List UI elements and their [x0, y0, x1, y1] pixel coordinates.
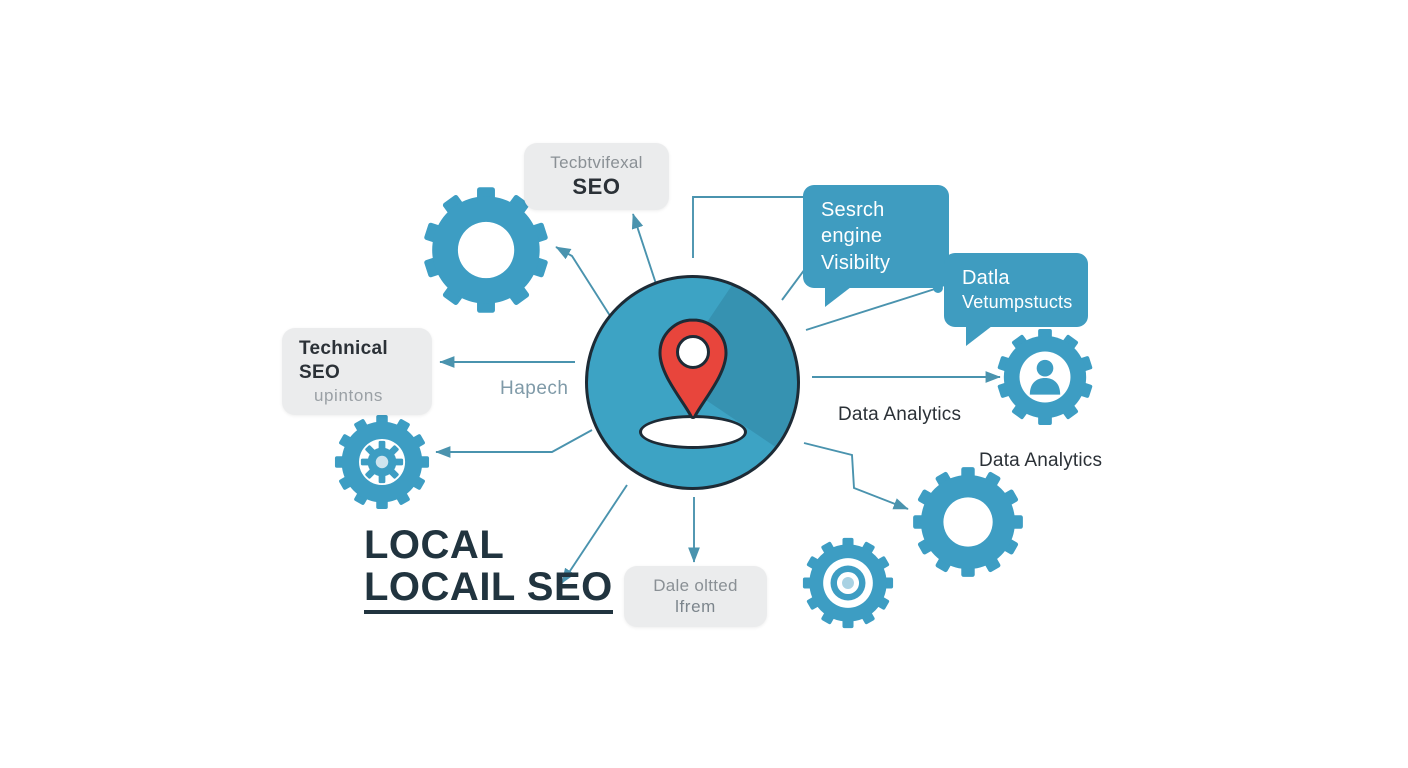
- title-line2: LOCAIL SEO: [364, 566, 613, 615]
- gear-person-icon: [997, 328, 1093, 426]
- wire-hub-to-bubble-visibility: [692, 196, 803, 258]
- local-seo-title: LOCAL LOCAIL SEO: [364, 523, 613, 615]
- label-data-analytics-2: Data Analytics: [979, 450, 1103, 471]
- chip-left-line2: upintons: [313, 385, 384, 405]
- bubble-data-vetumpstucts: Datla Vetumpstucts: [944, 253, 1088, 347]
- chip-bottom-line2: lfrem: [675, 597, 716, 617]
- gear-in-gear-icon: [334, 414, 430, 510]
- title-line1: LOCAL: [364, 523, 505, 567]
- wire-hub-to-gear-topleft: [555, 246, 615, 323]
- pin-base-ellipse: [638, 415, 747, 449]
- bubble-search-engine-visibility: Sesrch engine Visibilty: [803, 185, 949, 308]
- bubble-data-line1: Datla: [962, 267, 1010, 289]
- gear-icon: [424, 187, 548, 313]
- map-pin-icon: [657, 318, 728, 420]
- label-hapech: Hapech: [500, 378, 569, 399]
- wire-hub-to-title: [561, 484, 628, 584]
- bubble-visibility-line1: Sesrch engine: [821, 199, 885, 248]
- bubble-visibility-line2: Visibilty: [821, 251, 891, 274]
- chip-data-bottom: Dale oltted lfrem: [624, 566, 767, 627]
- bubble-data-line2: Vetumpstucts: [962, 292, 1073, 313]
- chip-left-line1: Technical SEO: [299, 338, 388, 383]
- gear-icon: [913, 467, 1023, 577]
- chip-technical-seo-top: Tecbtvifexal SEO: [524, 143, 669, 210]
- wire-gear-midleft-to-hub: [435, 429, 593, 458]
- chip-technical-seo-left: Technical SEO upintons: [282, 328, 432, 415]
- chip-top-line1: Tecbtvifexal: [550, 153, 643, 172]
- chip-top-line2: SEO: [572, 174, 621, 200]
- chip-bottom-line1: Dale oltted: [653, 576, 738, 595]
- wire-hub-to-gear-big: [803, 442, 909, 510]
- label-data-analytics-1: Data Analytics: [838, 404, 962, 425]
- local-seo-hub: [585, 275, 800, 490]
- wire-hub-to-bubble-data: [805, 283, 943, 331]
- gear-target-icon: [802, 537, 894, 629]
